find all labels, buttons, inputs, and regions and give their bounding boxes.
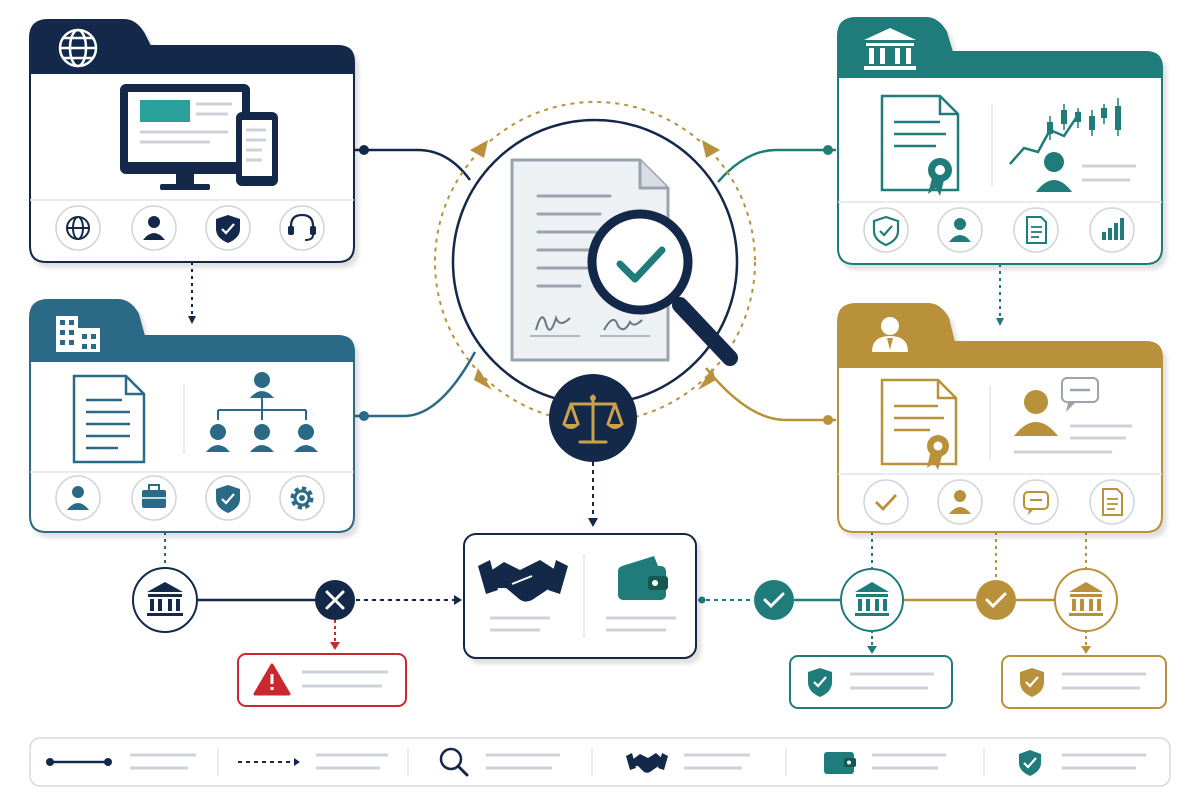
org-chart-icon	[206, 372, 318, 452]
handshake-icon	[626, 753, 668, 773]
monitor-icon	[120, 84, 250, 190]
scales-icon	[549, 374, 637, 462]
bank-icon	[864, 28, 916, 70]
globe-icon	[55, 205, 101, 251]
solid-line-icon	[46, 758, 112, 766]
verified-box	[789, 655, 953, 709]
shield-check-icon	[863, 207, 909, 253]
handshake-icon	[478, 560, 568, 602]
bank-icon	[1054, 568, 1118, 632]
profile-icon	[1014, 377, 1132, 454]
magnifier-check-icon	[587, 209, 738, 366]
check-icon	[754, 580, 794, 620]
document-icon	[72, 374, 146, 464]
connectors	[164, 145, 1091, 654]
shield-check-icon	[205, 205, 251, 251]
wallet-icon	[824, 752, 856, 774]
x-icon	[315, 580, 355, 620]
user-icon	[937, 207, 983, 253]
individual-folder	[837, 303, 1163, 533]
cycle-arrow-icon	[702, 140, 720, 158]
market-chart-icon	[1009, 98, 1136, 192]
warning-icon	[253, 663, 291, 696]
cycle-arrow-icon	[474, 368, 492, 390]
legend-bar	[29, 737, 1171, 787]
web-portal-folder	[29, 19, 355, 263]
warning-box	[237, 653, 407, 707]
approval-path-teal	[754, 568, 953, 709]
document-icon	[1089, 479, 1135, 525]
agreement-box	[463, 533, 697, 659]
certificate-icon	[880, 378, 958, 470]
cycle-arrow-icon	[470, 140, 488, 158]
shield-check-icon	[808, 668, 832, 697]
check-icon	[863, 479, 909, 525]
check-icon	[976, 580, 1016, 620]
shield-check-icon	[1020, 668, 1044, 697]
cycle-arrow-icon	[698, 368, 716, 390]
headset-icon	[279, 205, 325, 251]
globe-icon	[58, 28, 98, 68]
user-icon	[131, 205, 177, 251]
document-icon	[1013, 207, 1059, 253]
user-icon	[55, 475, 101, 521]
corporate-folder	[29, 299, 355, 533]
dotted-line-icon	[238, 758, 300, 766]
phone-icon	[236, 112, 278, 186]
wallet-icon	[618, 556, 668, 600]
gear-icon	[279, 475, 325, 521]
bank-icon	[840, 568, 904, 632]
shield-check-icon	[1019, 750, 1041, 776]
verified-box	[1001, 655, 1167, 709]
bank-icon	[132, 567, 198, 633]
person-icon	[872, 317, 908, 352]
institution-folder	[837, 17, 1163, 265]
approval-path-gold	[976, 568, 1167, 709]
user-icon	[937, 479, 983, 525]
briefcase-icon	[131, 475, 177, 521]
magnifier-icon	[439, 747, 469, 777]
certificate-icon	[880, 94, 960, 196]
rejection-path	[132, 567, 407, 707]
shield-check-icon	[205, 475, 251, 521]
chat-icon	[1013, 479, 1059, 525]
office-building-icon	[56, 316, 100, 352]
bar-chart-icon	[1089, 207, 1135, 253]
document-verification	[434, 101, 756, 462]
